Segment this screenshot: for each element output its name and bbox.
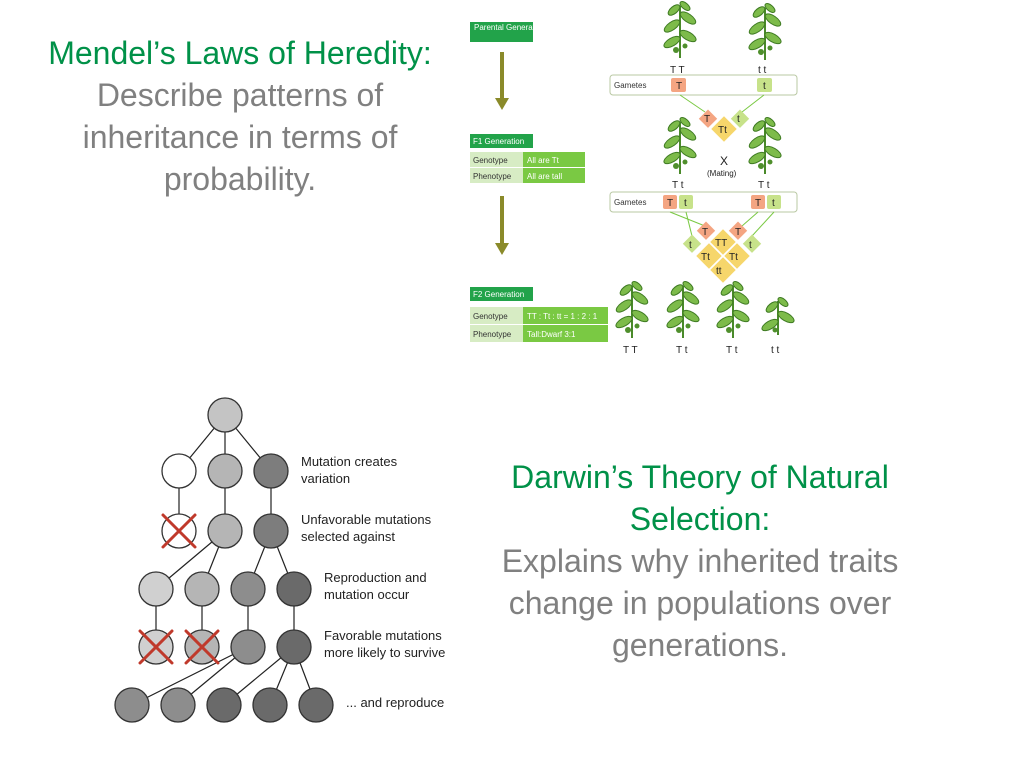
svg-text:T t: T t (676, 345, 688, 356)
svg-text:TT : Tt : tt = 1 : 2 : 1: TT : Tt : tt = 1 : 2 : 1 (527, 312, 598, 321)
mendel-text: Mendel’s Laws of Heredity: Describe patt… (40, 32, 440, 200)
svg-text:Gametes: Gametes (614, 198, 646, 207)
darwin-title: Darwin’s Theory of Natural Selection: (511, 459, 889, 537)
step-2-line-1: Unfavorable mutations (301, 512, 432, 527)
organism-node (230, 629, 266, 665)
step-4-line-2: more likely to survive (324, 645, 445, 660)
f2-generation-text: F2 Generation (473, 290, 524, 299)
svg-text:X: X (720, 154, 728, 168)
svg-text:(Mating): (Mating) (707, 169, 737, 178)
gametes-box-2 (609, 191, 798, 213)
gametes-box-1 (609, 74, 798, 96)
svg-text:Genotype: Genotype (473, 156, 508, 165)
organism-node (207, 397, 243, 433)
svg-text:Phenotype: Phenotype (473, 330, 512, 339)
step-4-line-1: Favorable mutations (324, 628, 442, 643)
svg-text:t t: t t (771, 345, 780, 356)
organism-node (230, 571, 266, 607)
step-5: ... and reproduce (346, 695, 444, 710)
svg-text:T: T (676, 81, 682, 92)
f1-generation-label (470, 134, 533, 148)
organism-node (160, 687, 196, 723)
f2-generation-label (470, 287, 533, 301)
svg-text:T t: T t (758, 180, 770, 191)
svg-text:t: t (684, 198, 687, 209)
svg-text:Tt: Tt (701, 252, 710, 263)
svg-text:t: t (763, 81, 766, 92)
organism-node (114, 687, 150, 723)
organism-node (276, 629, 312, 665)
organism-node (298, 687, 334, 723)
svg-text:T T: T T (623, 345, 638, 356)
darwin-body: Explains why inherited traits change in … (501, 543, 899, 663)
step-3-line-1: Reproduction and (324, 570, 427, 585)
eliminated-cross-icon (184, 629, 220, 665)
organism-node (161, 453, 197, 489)
f2-punnett: T T t t TT Tt Tt tt (669, 211, 775, 283)
darwin-text: Darwin’s Theory of Natural Selection: Ex… (500, 456, 900, 666)
svg-text:T T: T T (670, 65, 685, 76)
svg-text:T t: T t (726, 345, 738, 356)
organism-node (253, 513, 289, 549)
svg-text:T: T (702, 227, 708, 238)
step-3-line-2: mutation occur (324, 587, 410, 602)
organism-node (252, 687, 288, 723)
arrow-down-icon (495, 196, 509, 255)
svg-text:tt: tt (716, 266, 722, 277)
svg-text:t: t (749, 240, 752, 251)
step-1-line-2: variation (301, 471, 350, 486)
svg-text:t: t (689, 240, 692, 251)
svg-text:Phenotype: Phenotype (473, 172, 512, 181)
f1-table: Genotype Phenotype All are Tt All are ta… (470, 152, 585, 183)
f1-generation-text: F1 Generation (473, 137, 524, 146)
organism-node (206, 687, 242, 723)
mendel-body: Describe patterns of inheritance in term… (82, 77, 398, 197)
organism-node (207, 453, 243, 489)
organism-node (276, 571, 312, 607)
svg-text:All are Tt: All are Tt (527, 156, 560, 165)
svg-text:Tt: Tt (729, 252, 738, 263)
f2-table: Genotype Phenotype TT : Tt : tt = 1 : 2 … (470, 307, 608, 342)
svg-text:T: T (667, 198, 673, 209)
svg-text:T t: T t (672, 180, 684, 191)
arrow-down-icon (495, 52, 509, 110)
svg-text:Gametes: Gametes (614, 81, 646, 90)
svg-text:T: T (704, 114, 710, 125)
svg-text:Parental Generation: Parental Generation (474, 23, 546, 32)
svg-text:t t: t t (758, 65, 767, 76)
svg-text:TT: TT (715, 238, 727, 249)
svg-text:Genotype: Genotype (473, 312, 508, 321)
organism-node (253, 453, 289, 489)
step-1-line-1: Mutation creates (301, 454, 398, 469)
eliminated-cross-icon (161, 513, 197, 549)
parental-generation-label: Parental Generation (470, 22, 546, 42)
eliminated-cross-icon (138, 629, 174, 665)
mendel-title: Mendel’s Laws of Heredity: (48, 35, 432, 71)
svg-text:Tall:Dwarf 3:1: Tall:Dwarf 3:1 (527, 330, 576, 339)
organism-node (138, 571, 174, 607)
f1-punnett: T t Tt (679, 94, 765, 142)
svg-text:All are tall: All are tall (527, 172, 562, 181)
svg-text:T: T (755, 198, 761, 209)
svg-text:T: T (735, 227, 741, 238)
organism-node (207, 513, 243, 549)
svg-text:t: t (772, 198, 775, 209)
step-2-line-2: selected against (301, 529, 395, 544)
svg-text:t: t (737, 114, 740, 125)
organism-node (184, 571, 220, 607)
svg-text:Tt: Tt (718, 125, 727, 136)
